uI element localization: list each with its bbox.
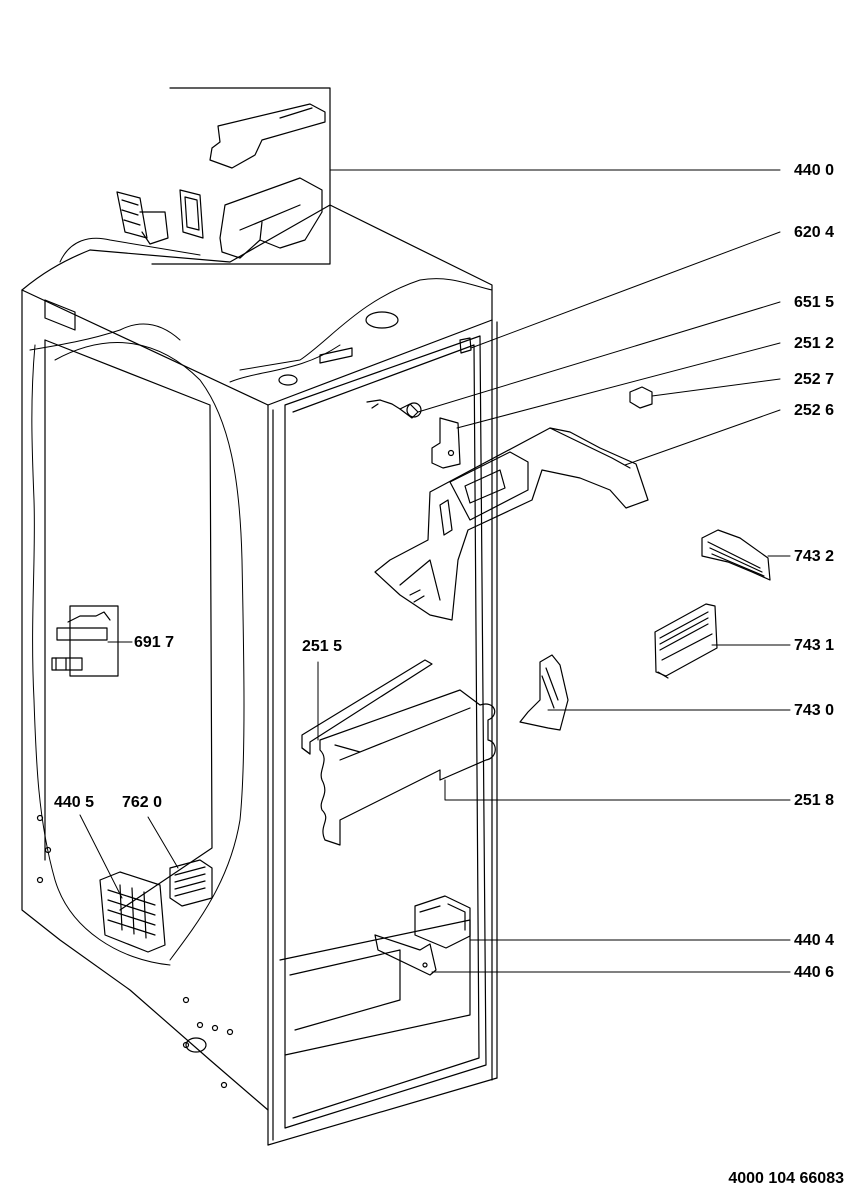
part-6204-switch bbox=[459, 337, 472, 354]
part-2518-duct bbox=[319, 689, 496, 846]
part-2527-cap bbox=[629, 386, 653, 409]
label-part-2527: 252 7 bbox=[794, 371, 835, 388]
label-part-6917: 691 7 bbox=[134, 634, 175, 651]
part-7431-grille bbox=[654, 603, 718, 679]
label-part-7431: 743 1 bbox=[794, 637, 835, 654]
part-group-4400 bbox=[116, 87, 331, 265]
label-part-2518: 251 8 bbox=[794, 792, 835, 809]
part-2526-housing bbox=[374, 427, 649, 621]
part-7430-channel bbox=[519, 654, 569, 731]
part-4405-duct bbox=[99, 871, 166, 953]
label-part-7620: 762 0 bbox=[122, 794, 163, 811]
label-part-4405: 440 5 bbox=[54, 794, 95, 811]
insulation-outline bbox=[29, 237, 493, 966]
part-group-6917 bbox=[51, 605, 119, 677]
label-part-7432: 743 2 bbox=[794, 548, 835, 565]
label-part-4400: 440 0 bbox=[794, 162, 835, 179]
cabinet-body bbox=[21, 204, 498, 1146]
part-2515-rail bbox=[301, 659, 433, 755]
part-4406-bracket bbox=[374, 934, 437, 976]
part-2512-plate bbox=[431, 417, 461, 469]
label-part-6515: 651 5 bbox=[794, 294, 835, 311]
part-7432-grille bbox=[701, 529, 771, 581]
label-part-7430: 743 0 bbox=[794, 702, 835, 719]
label-part-2526: 252 6 bbox=[794, 402, 835, 419]
label-part-2515: 251 5 bbox=[302, 638, 343, 655]
label-part-6204: 620 4 bbox=[794, 224, 835, 241]
label-part-2512: 251 2 bbox=[794, 335, 835, 352]
part-4404-bracket bbox=[414, 895, 471, 949]
document-number: 4000 104 66083 bbox=[728, 1170, 844, 1187]
leader-lines bbox=[79, 169, 791, 973]
label-part-4406: 440 6 bbox=[794, 964, 835, 981]
label-part-4404: 440 4 bbox=[794, 932, 835, 949]
part-6515-lamp bbox=[366, 399, 422, 419]
part-7620-filter bbox=[169, 859, 213, 907]
